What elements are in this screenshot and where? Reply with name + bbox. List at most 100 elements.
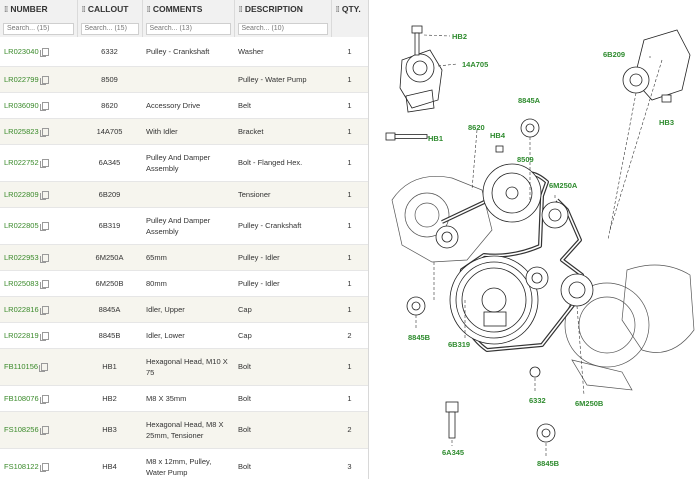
callout-label-6a345[interactable]: 6A345 [442, 448, 464, 457]
part-number-link[interactable]: FS108256 [4, 425, 39, 434]
callout-label-6b319[interactable]: 6B319 [448, 340, 470, 349]
drag-handle-icon[interactable]: ⁞⁞ [81, 4, 86, 14]
copy-icon[interactable] [39, 127, 49, 137]
table-row[interactable]: FS108122 HB4 M8 x 12mm, Pulley, Water Pu… [0, 448, 368, 479]
table-row[interactable]: LR022799 8509 Pulley - Water Pump 1 [0, 66, 368, 93]
copy-icon[interactable] [39, 331, 49, 341]
part-number-link[interactable]: LR022799 [4, 74, 39, 84]
callout-label-6b209[interactable]: 6B209 [603, 50, 625, 59]
table-row[interactable]: LR022819 8845B Idler, Lower Cap 2 [0, 322, 368, 349]
part-number-link[interactable]: LR025823 [4, 126, 39, 136]
table-row[interactable]: LR022809 6B209 Tensioner 1 [0, 181, 368, 208]
table-row[interactable]: FB110156 HB1 Hexagonal Head, M10 X 75 Bo… [0, 348, 368, 386]
part-number-cell[interactable]: LR022752 [0, 144, 77, 182]
part-number-link[interactable]: LR025083 [4, 278, 39, 288]
part-number-cell[interactable]: LR036090 [0, 92, 77, 119]
part-number-link[interactable]: FB110156 [4, 362, 39, 371]
table-row[interactable]: LR022752 6A345 Pulley And Damper Assembl… [0, 144, 368, 182]
copy-icon[interactable] [39, 47, 49, 57]
callout-label-8845b[interactable]: 8845B [408, 333, 431, 342]
column-header-number[interactable]: ⁞⁞NUMBER [0, 0, 78, 17]
table-row[interactable]: LR023040 6332 Pulley - Crankshaft Washer… [0, 37, 368, 67]
callout-label-hb1[interactable]: HB1 [428, 134, 443, 143]
copy-icon[interactable] [39, 222, 49, 232]
copy-icon[interactable] [39, 305, 49, 315]
part-number-cell[interactable]: FS108122 [0, 448, 77, 479]
copy-icon[interactable] [39, 394, 49, 404]
water-pump-pulley-part[interactable] [482, 163, 542, 223]
part-number-link[interactable]: LR022816 [4, 304, 39, 314]
part-number-cell[interactable]: LR025083 [0, 270, 77, 297]
drag-handle-icon[interactable]: ⁞⁞ [4, 4, 8, 14]
part-number-cell[interactable]: LR022805 [0, 207, 77, 245]
part-number-link[interactable]: LR022953 [4, 252, 39, 262]
callout-label-hb3[interactable]: HB3 [659, 118, 674, 127]
part-number-link[interactable]: LR022752 [4, 158, 39, 167]
drag-handle-icon[interactable]: ⁞⁞ [238, 4, 243, 14]
idler-cap-upper-part[interactable] [520, 118, 540, 138]
table-row[interactable]: LR022805 6B319 Pulley And Damper Assembl… [0, 207, 368, 245]
idler-cap-lower-part[interactable] [406, 296, 556, 443]
belt-idler-part[interactable] [435, 225, 459, 249]
copy-icon[interactable] [39, 159, 49, 169]
copy-icon[interactable] [39, 463, 49, 473]
part-number-link[interactable]: LR023040 [4, 46, 39, 56]
column-header-callout[interactable]: ⁞⁞CALLOUT [77, 0, 143, 17]
table-row[interactable]: LR025083 6M250B 80mm Pulley - Idler 1 [0, 270, 368, 297]
table-row[interactable]: LR025823 14A705 With Idler Bracket 1 [0, 118, 368, 145]
part-number-link[interactable]: LR036090 [4, 100, 39, 110]
callout-label-8845b-lower[interactable]: 8845B [537, 459, 560, 468]
part-number-cell[interactable]: FB110156 [0, 348, 77, 386]
copy-icon[interactable] [39, 190, 49, 200]
column-header-qty[interactable]: ⁞⁞QTY. [331, 0, 368, 17]
copy-icon[interactable] [39, 75, 49, 85]
part-number-cell[interactable]: LR022819 [0, 322, 77, 349]
copy-icon[interactable] [39, 279, 49, 289]
callout-label-hb2[interactable]: HB2 [452, 32, 467, 41]
part-number-cell[interactable]: LR022953 [0, 244, 77, 271]
part-number-cell[interactable]: FS108256 [0, 411, 77, 449]
copy-icon[interactable] [39, 101, 49, 111]
tensioner-bracket-part[interactable] [399, 49, 443, 113]
callout-label-14a705[interactable]: 14A705 [462, 60, 488, 69]
copy-icon[interactable] [39, 253, 49, 263]
tensioner-part[interactable] [622, 29, 691, 101]
part-number-link[interactable]: FB108076 [4, 393, 39, 403]
callout-label-8620[interactable]: 8620 [468, 123, 485, 132]
part-number-cell[interactable]: LR022809 [0, 181, 77, 208]
part-number-cell[interactable]: LR025823 [0, 118, 77, 145]
callout-label-6332[interactable]: 6332 [529, 396, 546, 405]
exploded-parts-diagram[interactable]: HB2 14A705 6B209 8845A HB3 HB1 8620 HB4 … [372, 0, 700, 479]
part-number-link[interactable]: FS108122 [4, 462, 39, 471]
callout-label-6m250b[interactable]: 6M250B [575, 399, 604, 408]
callout-label-8509[interactable]: 8509 [517, 155, 534, 164]
table-row[interactable]: LR022816 8845A Idler, Upper Cap 1 [0, 296, 368, 323]
table-row[interactable]: LR022953 6M250A 65mm Pulley - Idler 1 [0, 244, 368, 271]
table-row[interactable]: FS108256 HB3 Hexagonal Head, M8 X 25mm, … [0, 411, 368, 449]
copy-icon[interactable] [39, 363, 49, 373]
part-number-link[interactable]: LR022805 [4, 221, 39, 230]
search-number-input[interactable] [3, 22, 74, 35]
drag-handle-icon[interactable]: ⁞⁞ [335, 4, 340, 14]
part-number-cell[interactable]: LR023040 [0, 37, 77, 67]
table-row[interactable]: LR036090 8620 Accessory Drive Belt 1 [0, 92, 368, 119]
part-number-cell[interactable]: FB108076 [0, 385, 77, 412]
callout-label-6m250a[interactable]: 6M250A [549, 181, 578, 190]
search-callout-input[interactable] [80, 22, 139, 35]
table-row[interactable]: FB108076 HB2 M8 X 35mm Bolt 1 [0, 385, 368, 412]
drag-handle-icon[interactable]: ⁞⁞ [146, 4, 151, 14]
bolt-parts[interactable] [385, 25, 672, 439]
callout-label-8845a[interactable]: 8845A [518, 96, 541, 105]
column-header-description[interactable]: ⁞⁞DESCRIPTION [234, 0, 332, 17]
part-number-link[interactable]: LR022819 [4, 330, 39, 340]
part-number-cell[interactable]: LR022799 [0, 66, 77, 93]
part-number-cell[interactable]: LR022816 [0, 296, 77, 323]
search-comments-input[interactable] [145, 22, 231, 35]
column-header-comments[interactable]: ⁞⁞COMMENTS [142, 0, 235, 17]
copy-icon[interactable] [39, 426, 49, 436]
search-description-input[interactable] [237, 22, 328, 35]
idler-pulley-65mm-part[interactable] [541, 201, 569, 229]
callout-label-hb4[interactable]: HB4 [490, 131, 506, 140]
part-number-link[interactable]: LR022809 [4, 189, 39, 199]
crankshaft-pulley-part[interactable] [449, 255, 539, 345]
